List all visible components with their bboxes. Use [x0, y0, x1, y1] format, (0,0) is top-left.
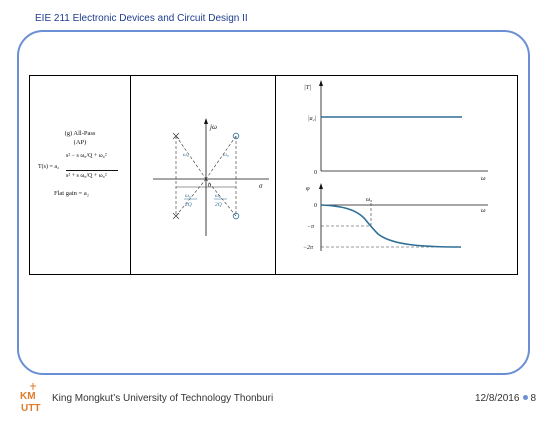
pole-zero-plot: jω σ 0 ω₀ ω₀ ω₀ 2Q ω₀ 2Q — [153, 118, 269, 236]
slide-date: 12/8/2016 — [474, 393, 520, 404]
transfer-function-panel: (g) All-Pass (AP) s² − s ω₀/Q + ω₀² T(s)… — [30, 76, 130, 274]
imag-axis-label: jω — [209, 123, 217, 131]
phase-xlabel: ω — [481, 207, 486, 214]
mag-ylabel: |T| — [304, 84, 311, 91]
phase-ylabel: φ — [306, 185, 310, 192]
right-fraction-den: 2Q — [215, 202, 222, 208]
origin-label: 0 — [208, 183, 211, 189]
phase-response-curve — [320, 204, 462, 248]
omega-label-left: ω₀ — [183, 152, 189, 158]
phase-minus-pi-label: −π — [307, 224, 315, 230]
pole-upper — [172, 132, 180, 140]
phase-origin-label: 0 — [314, 203, 317, 209]
tf-denominator: s² + s ω₀/Q + ω₀² — [66, 173, 107, 179]
radius-line-3 — [205, 135, 237, 180]
filter-name: (g) All-Pass — [64, 130, 96, 137]
flat-gain-label: Flat gain = a₂ — [54, 190, 89, 197]
kmutt-logo: KM UTT — [20, 383, 40, 413]
radius-line-1 — [175, 135, 207, 180]
phase-omega0-label: ω₀ — [366, 197, 372, 203]
mag-y-axis-arrow — [319, 80, 323, 86]
right-fraction-num: ω₀ — [215, 193, 221, 199]
left-fraction-den: 2Q — [185, 202, 192, 208]
real-axis-label: σ — [259, 182, 263, 190]
pole-lower — [172, 212, 180, 220]
frequency-response-panel: |T| |a₂| 0 ω φ 0 ω₀ ω −π −2π — [276, 76, 518, 274]
mag-level-label: |a₂| — [308, 116, 317, 122]
omega-label-right: ω₀ — [223, 152, 229, 158]
figure-divider-1 — [130, 76, 131, 274]
figure-divider-2 — [275, 76, 276, 274]
tf-numerator: s² − s ω₀/Q + ω₀² — [66, 153, 107, 159]
filter-abbr: (AP) — [73, 139, 87, 146]
left-fraction-num: ω₀ — [185, 193, 191, 199]
slide-title: EIE 211 Electronic Devices and Circuit D… — [35, 13, 248, 24]
pole-zero-panel: jω σ 0 ω₀ ω₀ ω₀ 2Q ω₀ 2Q — [131, 76, 275, 274]
zero-upper — [232, 132, 240, 140]
frequency-response-plots: |T| |a₂| 0 ω φ 0 ω₀ ω −π −2π — [303, 80, 488, 251]
mag-origin-label: 0 — [314, 170, 317, 176]
tf-fraction-bar — [66, 170, 118, 171]
zero-lower — [232, 212, 240, 220]
radius-line-4 — [205, 178, 237, 217]
phase-minus-2pi-label: −2π — [303, 245, 314, 251]
imag-axis-arrow — [204, 118, 208, 124]
all-pass-filter-figure: (g) All-Pass (AP) s² − s ω₀/Q + ω₀² T(s)… — [29, 75, 518, 275]
mag-xlabel: ω — [481, 175, 486, 182]
svg-text:KM: KM — [20, 391, 36, 402]
radius-line-2 — [175, 178, 207, 217]
slide-page-number: 8 — [530, 393, 536, 404]
phase-y-axis-arrow — [319, 183, 323, 189]
tf-lhs: T(s) = a₂ — [38, 164, 60, 170]
svg-text:UTT: UTT — [21, 403, 40, 413]
footer-organization: King Mongkut’s University of Technology … — [52, 393, 274, 404]
footer-bullet-icon — [523, 395, 529, 401]
content-frame — [17, 30, 530, 375]
footer-date-page: 12/8/2016 8 — [475, 393, 536, 404]
